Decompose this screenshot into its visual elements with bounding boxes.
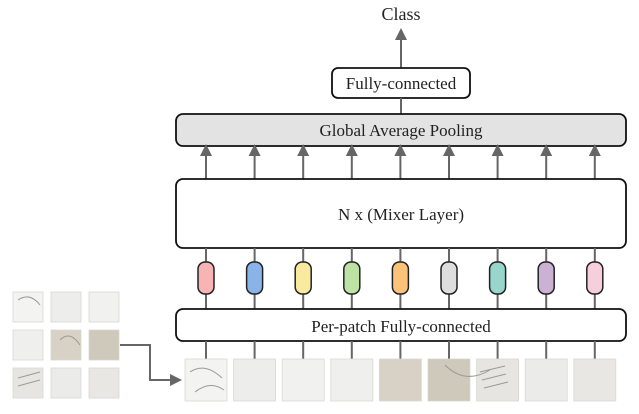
output-class-label: Class [381,4,420,24]
mixer-layer-block: N x (Mixer Layer) [175,178,627,249]
global-average-pooling-label: Global Average Pooling [319,121,483,140]
patch-detail-7 [479,365,509,389]
sequence-patch-8 [524,358,568,402]
token-6 [440,261,458,295]
token-1 [197,261,215,295]
grid-patch-6 [88,329,120,361]
sequence-patch-3 [281,358,325,402]
grid-patch-detail [17,296,81,387]
sequence-patch-2 [233,358,277,402]
token-3 [294,261,312,295]
arrow-grid-to-sequence [120,344,182,386]
sequence-patch-1 [184,358,228,402]
mixer-layer-label: N x (Mixer Layer) [338,205,464,224]
grid-patch-3 [88,291,120,323]
per-patch-fully-connected-label: Per-patch Fully-connected [311,317,491,336]
token-5 [391,261,410,295]
token-7 [488,261,507,295]
fully-connected-label: Fully-connected [346,74,457,93]
grid-patch-8 [50,367,82,399]
token-9 [586,261,604,295]
sequence-patch-6 [427,358,471,402]
sequence-patch-5 [378,358,422,402]
patch-detail-4 [189,367,225,393]
grid-patch-4 [12,329,44,361]
token-4 [343,261,361,295]
token-8 [537,261,555,295]
arrows-mixer-to-pooling [200,144,601,179]
per-patch-fully-connected-block: Per-patch Fully-connected [175,308,627,342]
patch-connectors [205,341,596,359]
patch-detail-6 [444,364,491,377]
sequence-patch-9 [573,358,617,402]
token-2 [245,261,264,295]
token-embeddings [197,261,604,295]
sequence-patch-4 [330,358,374,402]
grid-patch-9 [88,367,120,399]
global-average-pooling-block: Global Average Pooling [175,113,627,147]
fully-connected-block: Fully-connected [331,67,471,99]
sequence-patch-7 [476,358,520,402]
image-patch-grid [12,291,120,399]
patch-sequence [184,358,617,402]
grid-patch-2 [50,291,82,323]
grid-patch-5 [50,329,82,361]
